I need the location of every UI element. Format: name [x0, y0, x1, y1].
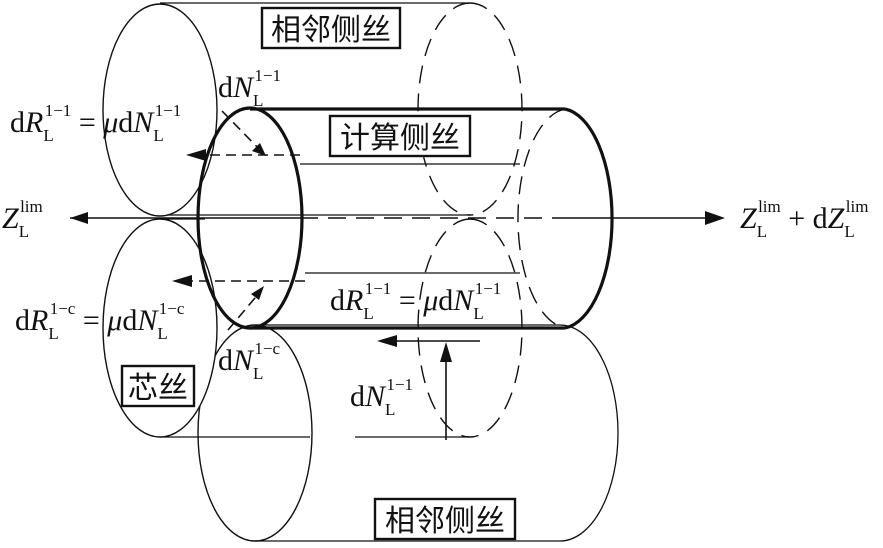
label-computed-wire: 计算侧丝 [328, 114, 472, 158]
adjacent-wire-bottom [197, 324, 619, 542]
label-adjacent-top: 相邻侧丝 [260, 6, 402, 50]
z-right-label: ZLlim + dZLlim [740, 197, 868, 241]
middle-forces [377, 335, 480, 440]
label-adjacent-bottom: 相邻侧丝 [373, 497, 517, 541]
label-core-wire: 芯丝 [120, 364, 196, 408]
axis [70, 211, 725, 225]
dR-mid-label: dRL1−1 = μdNL1−1 [330, 279, 501, 323]
dN-mid-label: dNL1−1 [350, 375, 413, 419]
z-left-label: ZLlim [2, 197, 43, 241]
core-contact-forces [172, 272, 520, 331]
svg-text:相邻侧丝: 相邻侧丝 [271, 13, 391, 48]
dR-core-label: dRL1−c = μdNL1−c [15, 299, 185, 343]
adjacent-wire-top-end [102, 3, 218, 217]
svg-text:芯丝: 芯丝 [128, 371, 188, 406]
top-contact-forces [186, 110, 520, 165]
svg-text:计算侧丝: 计算侧丝 [340, 121, 460, 156]
svg-text:相邻侧丝: 相邻侧丝 [385, 504, 505, 539]
axis-right-arrow [705, 211, 725, 225]
dN-core-label: dNL1−c [218, 339, 280, 383]
dR-top-label: dRL1−1 = μdNL1−1 [10, 101, 181, 145]
axis-left-arrow [70, 212, 88, 224]
dN-top-label: dNL1−1 [218, 66, 281, 110]
